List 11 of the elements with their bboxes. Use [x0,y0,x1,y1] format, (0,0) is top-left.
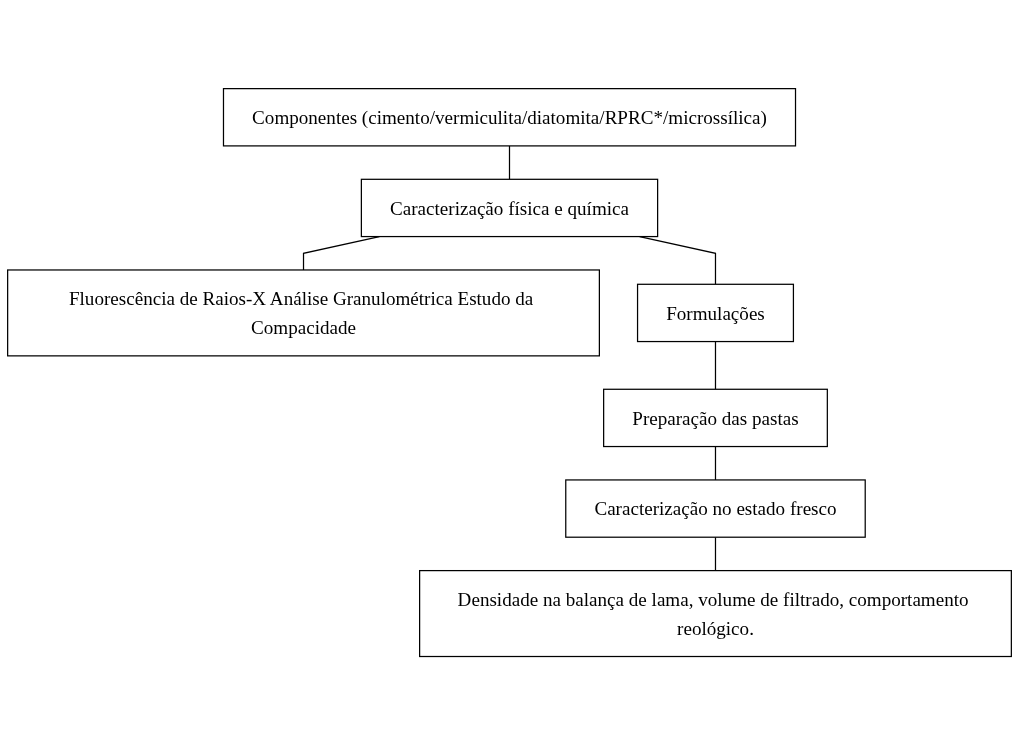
node-box: Preparação das pastas [603,388,828,448]
connector [508,145,511,180]
connector [714,445,717,481]
node-box: Caracterização no estado fresco [565,479,866,538]
node-box: Densidade na balança de lama, volume de filtrado, comportamento reológico. [419,569,1012,658]
node-box: Formulações [636,283,795,343]
node-box: Caracterização física e química [360,178,659,238]
node-box: Fluorescência de Raios-X Análise Granulométrica Estudo da Compacidade [7,269,600,357]
node-box: Componentes (cimento/vermiculita/diatomita/RPRC*/microssílica) [222,87,797,147]
connector [714,340,717,390]
connector [714,536,717,572]
